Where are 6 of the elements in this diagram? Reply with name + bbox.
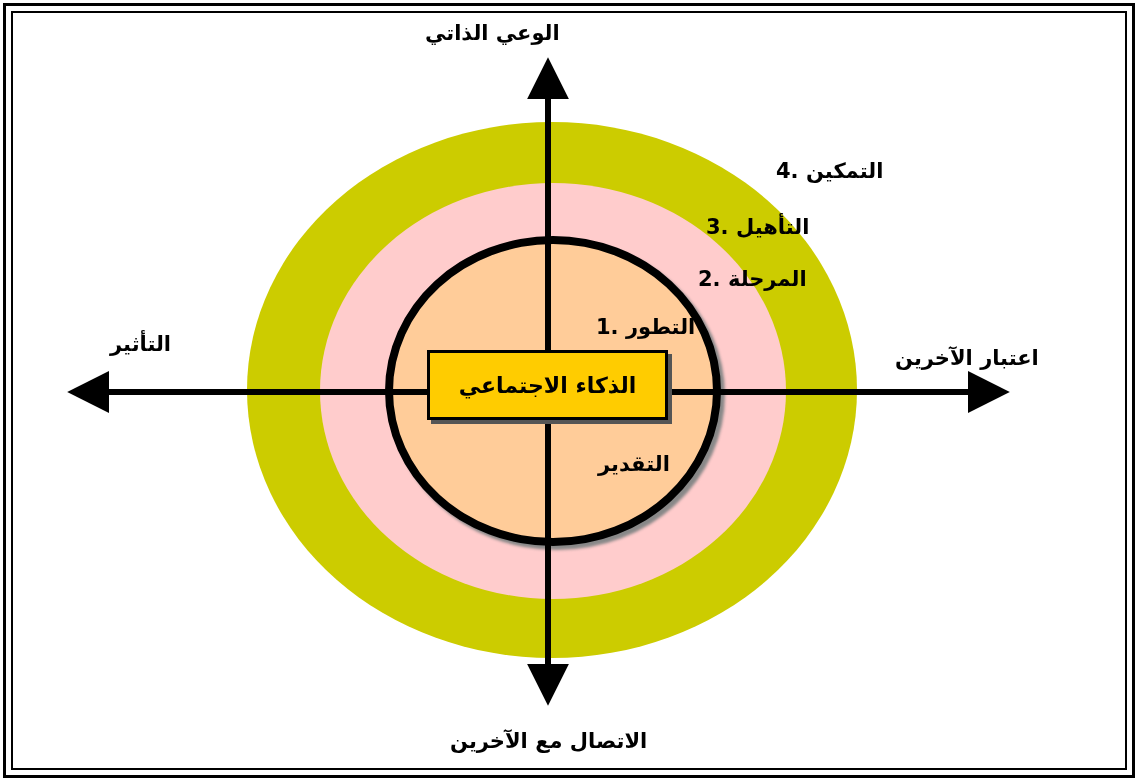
stage-label: 4. التمكين (776, 160, 884, 184)
axis-label: الوعي الذاتي (425, 22, 560, 46)
stage-label: 1. التطور (596, 316, 696, 340)
axis-label: اعتبار الآخرين (895, 347, 1039, 371)
stage-label: التقدير (598, 452, 670, 476)
axis-label: الاتصال مع الآخرين (450, 730, 648, 754)
